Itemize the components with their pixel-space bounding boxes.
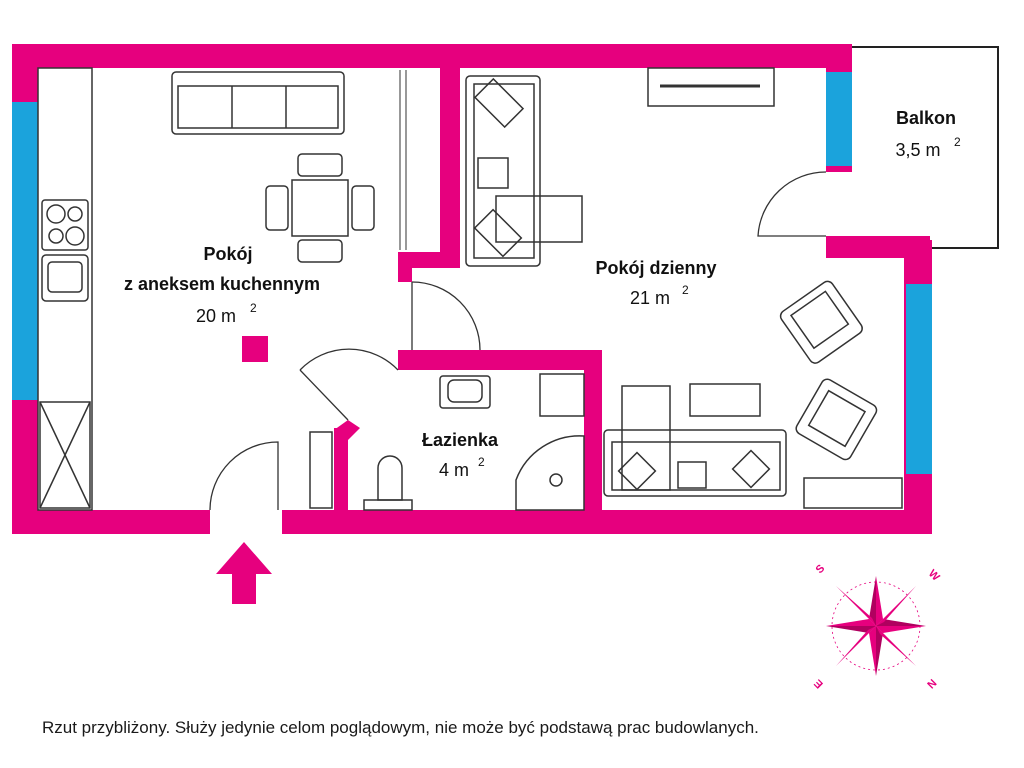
sofa-living-bottom <box>603 385 787 497</box>
room-name-bathroom: Łazienka <box>422 430 499 450</box>
room-name-living-kitchen-line2: z aneksem kuchennym <box>124 274 320 294</box>
compass-label-w: W <box>926 568 942 584</box>
room-area-sup-living: 2 <box>682 283 689 297</box>
room-name-balcony: Balkon <box>896 108 956 128</box>
label-living: Pokój dzienny 21 m 2 <box>595 258 716 308</box>
sliding-door <box>399 70 407 250</box>
label-balcony: Balkon 3,5 m 2 <box>895 108 961 160</box>
sofa-kitchen-room <box>171 71 345 135</box>
room-area-sup-balcony: 2 <box>954 135 961 149</box>
compass-label-e: E <box>812 677 826 691</box>
room-name-living: Pokój dzienny <box>595 258 716 278</box>
entrance-arrow-icon <box>216 542 272 604</box>
label-bathroom: Łazienka 4 m 2 <box>422 430 499 480</box>
room-area-sup-bathroom: 2 <box>478 455 485 469</box>
room-name-living-kitchen-line1: Pokój <box>203 244 252 264</box>
tv-unit <box>647 67 775 107</box>
compass-rose-icon: S W E N <box>812 562 942 690</box>
room-area-balcony: 3,5 m <box>895 140 940 160</box>
kitchen-counter <box>37 67 93 511</box>
room-area-living: 21 m <box>630 288 670 308</box>
dining-table <box>265 153 375 263</box>
coffee-table <box>689 383 761 417</box>
disclaimer-text: Rzut przybliżony. Służy jedynie celom po… <box>42 718 759 737</box>
sideboard <box>803 477 903 509</box>
room-area-living-kitchen: 20 m <box>196 306 236 326</box>
bathroom-fixtures <box>363 373 585 511</box>
wardrobe <box>309 431 333 509</box>
sofa-living-top <box>465 75 583 267</box>
label-living-kitchen: Pokój z aneksem kuchennym 20 m 2 <box>124 244 320 326</box>
compass-label-n: N <box>924 676 938 690</box>
doors <box>209 171 827 511</box>
room-area-bathroom: 4 m <box>439 460 469 480</box>
windows <box>12 72 932 474</box>
compass-label-s: S <box>814 562 828 576</box>
armchairs <box>779 280 878 461</box>
column <box>242 336 268 362</box>
room-area-sup-living-kitchen: 2 <box>250 301 257 315</box>
